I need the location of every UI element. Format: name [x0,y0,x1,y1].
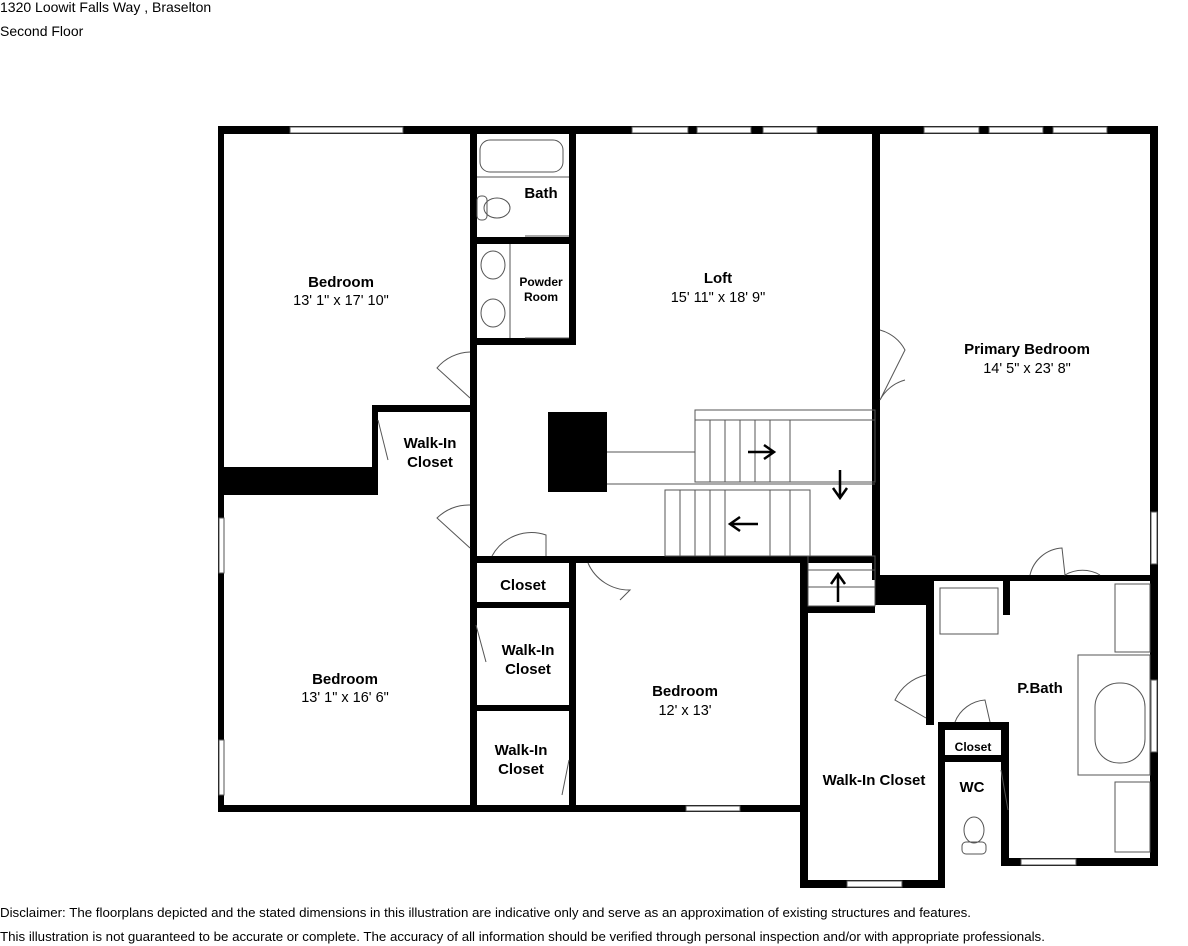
powder-name-2: Room [524,290,558,304]
wic2-name-2: Closet [505,661,551,678]
stairs [607,409,876,607]
fixtures [476,139,1151,855]
wic1-name-1: Walk-In [404,435,457,452]
walls [218,126,1158,888]
bath-name: Bath [524,185,557,202]
closet1-name: Closet [500,577,546,594]
wic4-name: Walk-In Closet [823,772,926,789]
powder-name-1: Powder [519,275,563,289]
primary-dims: 14' 5" x 23' 8" [983,361,1071,377]
bedroom1-name: Bedroom [308,274,374,291]
doors [377,235,1101,811]
windows [218,126,1158,888]
closet2-name: Closet [955,740,992,754]
bedroom2-name: Bedroom [312,671,378,688]
loft-name: Loft [704,270,732,287]
bedroom3-dims: 12' x 13' [658,703,711,719]
wc-name: WC [960,779,985,796]
pbath-name: P.Bath [1017,680,1063,697]
address: 1320 Loowit Falls Way , Braselton [0,0,212,15]
wic3-name-1: Walk-In [495,742,548,759]
disclaimer-line-1: Disclaimer: The floorplans depicted and … [0,905,971,920]
wic1-name-2: Closet [407,454,453,471]
loft-dims: 15' 11" x 18' 9" [671,290,766,306]
wic3-name-2: Closet [498,761,544,778]
room-labels: Bedroom 13' 1" x 17' 10" Bath Powder Roo… [293,185,1090,796]
bedroom3-name: Bedroom [652,683,718,700]
primary-name: Primary Bedroom [964,341,1090,358]
floor-label: Second Floor [0,23,84,39]
bedroom2-dims: 13' 1" x 16' 6" [301,690,389,706]
chimney [548,412,607,492]
disclaimer-line-2: This illustration is not guaranteed to b… [0,929,1045,944]
bedroom1-dims: 13' 1" x 17' 10" [293,293,389,309]
wic2-name-1: Walk-In [502,642,555,659]
